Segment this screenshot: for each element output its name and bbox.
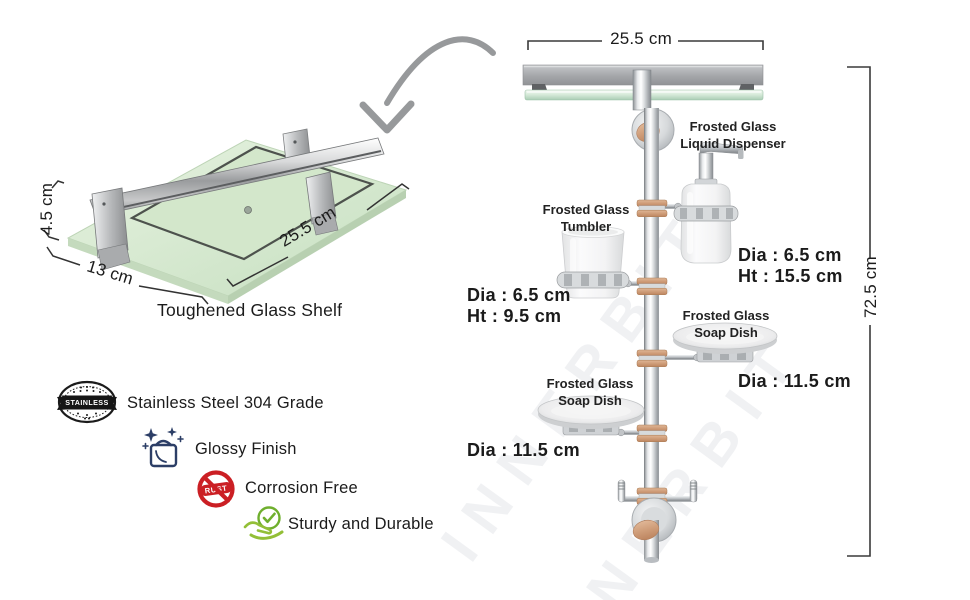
- tumbler: [556, 226, 630, 299]
- spec-soap-dish-upper: Dia : 11.5 cm: [738, 371, 851, 391]
- feature-corrosion-label: Corrosion Free: [245, 479, 358, 497]
- top-shelf: [522, 64, 764, 111]
- glass-top: [129, 145, 375, 261]
- sturdy-icon: [243, 506, 284, 540]
- pole-assembly-illustration: [522, 40, 871, 563]
- feature-glossy-label: Glossy Finish: [195, 440, 297, 458]
- curved-arrow-icon: [359, 36, 496, 134]
- label-liquid-dispenser: Frosted Glass Liquid Dispenser: [680, 119, 786, 151]
- label-soap-dish-upper: Frosted Glass Soap Dish: [682, 308, 770, 340]
- glossy-finish-icon: [142, 427, 184, 468]
- glass-shelf-illustration: [43, 128, 410, 305]
- dim-label-pole-width: 25.5 cm: [610, 29, 672, 48]
- liquid-dispenser: [673, 142, 744, 264]
- feature-sturdy-label: Sturdy and Durable: [288, 515, 434, 533]
- dispenser-holder-ring: [673, 205, 739, 222]
- feature-stainless-label: Stainless Steel 304 Grade: [127, 394, 324, 412]
- dimension-marks: [43, 180, 410, 305]
- shelf-caption: Toughened Glass Shelf: [157, 300, 343, 320]
- spec-soap-dish-lower: Dia : 11.5 cm: [467, 440, 580, 460]
- spec-tumbler: Dia : 6.5 cm Ht : 9.5 cm: [467, 285, 571, 326]
- dim-label-height: 4.5 cm: [37, 182, 56, 236]
- chrome-rail: [89, 128, 385, 271]
- label-soap-dish-lower: Frosted Glass Soap Dish: [546, 376, 634, 408]
- stainless-badge-icon: STAINLESS: [57, 380, 117, 424]
- tumbler-holder-ring: [556, 271, 630, 289]
- double-hook: [617, 479, 698, 503]
- soap-dish-upper: [672, 322, 778, 363]
- dimension-bracket-width: [527, 40, 764, 50]
- pole: [644, 108, 659, 560]
- stainless-badge-text: STAINLESS: [65, 398, 108, 407]
- lower-wall-mount: [631, 497, 677, 563]
- soap-dish-lower: [537, 395, 645, 436]
- no-rust-icon: RUST: [197, 470, 235, 508]
- dimension-bracket-height: [847, 66, 871, 557]
- dim-label-pole-height: 72.5 cm: [861, 256, 880, 318]
- spec-liquid-dispenser: Dia : 6.5 cm Ht : 15.5 cm: [738, 245, 843, 286]
- label-tumbler: Frosted Glass Tumbler: [542, 202, 630, 234]
